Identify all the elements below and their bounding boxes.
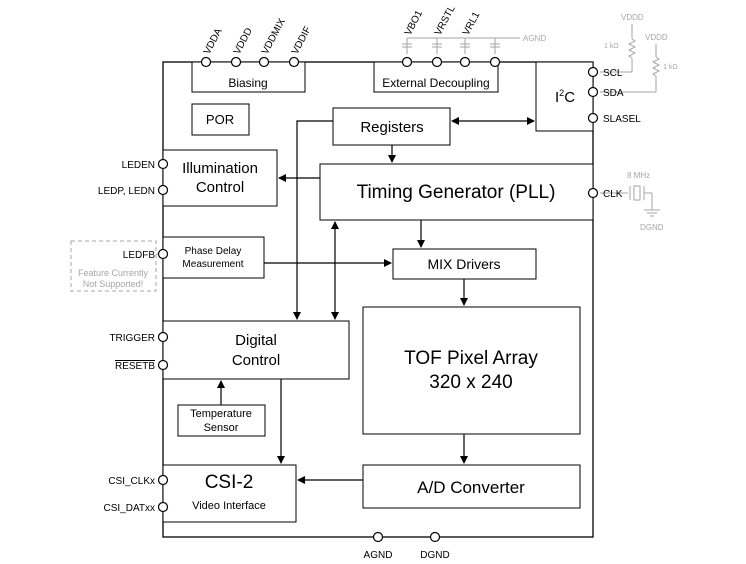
scl-pin: [587, 66, 599, 78]
supply-vdda-label: VDDA: [202, 26, 225, 56]
sda-pin: [587, 86, 599, 98]
registers-block: [332, 107, 451, 146]
trigger-label: TRIGGER: [109, 333, 155, 344]
biasing-label: Biasing: [228, 76, 267, 90]
supply-vddif-pin: [288, 56, 300, 68]
csi-dat-label: CSI_DATxx: [104, 503, 156, 514]
phase-delay-block: [162, 236, 265, 279]
unsupported-line-2: Not Supported!: [83, 279, 144, 289]
vddd-label-1: VDDD: [621, 13, 644, 22]
resistor-label-2: 1 kΩ: [663, 64, 678, 71]
leden-pin: [157, 158, 169, 170]
csi2-subtitle: Video Interface: [192, 500, 266, 512]
slasel-label: SLASEL: [603, 114, 641, 125]
bottom-dgnd-label: DGND: [420, 550, 449, 561]
registers-label: Registers: [360, 119, 423, 136]
bottom-dgnd-pin: [429, 531, 441, 543]
supply-vddd-label: VDDD: [232, 26, 255, 56]
biasing-block: [191, 61, 306, 93]
csi2-block: [162, 464, 297, 523]
supply-vddmix-label: VDDMIX: [260, 17, 288, 57]
external-decoupling-label: External Decoupling: [382, 76, 489, 90]
decoupling-capacitors: [402, 37, 520, 54]
illumination-label-1: Illumination: [182, 160, 258, 177]
supply-vddif-label: VDDIF: [290, 25, 314, 57]
slasel-pin: [587, 112, 599, 124]
i2c-label: I2C: [555, 88, 575, 106]
vddd-label-2: VDDD: [645, 33, 668, 42]
unsupported-line-1: Feature Currently: [78, 268, 149, 278]
por-label: POR: [206, 112, 234, 127]
temperature-label-1: Temperature: [190, 408, 252, 420]
decoupling-vrl1-label: VRL1: [461, 10, 483, 38]
illumination-label-2: Control: [196, 179, 244, 196]
resetb-label: RESETB: [115, 361, 155, 372]
ledp-ledn-pin: [157, 184, 169, 196]
timing-generator-label: Timing Generator (PLL): [357, 182, 556, 203]
csi2-title: CSI-2: [205, 472, 254, 493]
csi-clk-pin: [157, 474, 169, 486]
agnd-hint-label: AGND: [523, 34, 546, 43]
crystal-freq-label: 8 MHz: [627, 171, 650, 180]
temperature-sensor-block: [177, 404, 266, 437]
temperature-label-2: Sensor: [204, 422, 239, 434]
clk-pin: [587, 187, 599, 199]
digital-control-label-1: Digital: [235, 332, 277, 349]
por-block: [191, 103, 250, 136]
adc-block: [362, 464, 581, 509]
ledfb-pin: [157, 248, 169, 260]
decoupling-vrl1-pin: [459, 56, 471, 68]
digital-control-label-2: Control: [232, 352, 280, 369]
crystal-oscillator: [600, 185, 660, 217]
dgnd-external-label: DGND: [640, 223, 664, 232]
leden-label: LEDEN: [122, 160, 155, 171]
ledfb-label: LEDFB: [123, 250, 156, 261]
arrow-registers-digital: [293, 120, 333, 320]
csi-clk-label: CSI_CLKx: [108, 476, 155, 487]
illumination-control-block: [162, 149, 278, 207]
supply-vdda-pin: [200, 56, 212, 68]
supply-vddmix-pin: [258, 56, 270, 68]
phase-delay-label-1: Phase Delay: [185, 246, 242, 257]
bottom-agnd-label: AGND: [364, 550, 393, 561]
decoupling-vrstl-pin: [431, 56, 443, 68]
csi-dat-pin: [157, 501, 169, 513]
adc-label: A/D Converter: [417, 478, 525, 497]
decoupling-vrstl-label: VRSTL: [433, 3, 458, 37]
unsupported-feature-box: [70, 240, 157, 292]
bottom-agnd-pin: [372, 531, 384, 543]
resetb-pin: [157, 359, 169, 371]
sda-label: SDA: [603, 88, 624, 99]
tof-pixel-array-block: [362, 306, 581, 435]
decoupling-vbo1-pin: [401, 56, 413, 68]
clk-label: CLK: [603, 189, 623, 200]
tof-label-2: 320 x 240: [429, 372, 512, 393]
trigger-pin: [157, 331, 169, 343]
mix-drivers-block: [392, 248, 537, 280]
i2c-pullups: [600, 24, 661, 93]
digital-control-block: [162, 320, 350, 380]
supply-vddd-pin: [230, 56, 242, 68]
ledp-ledn-label: LEDP, LEDN: [98, 186, 155, 197]
phase-delay-label-2: Measurement: [182, 259, 243, 270]
timing-generator-block: [319, 163, 594, 221]
decoupling-vbo1-label: VBO1: [403, 8, 425, 37]
decoupling-vrl1-extra-pin: [489, 56, 501, 68]
mix-drivers-label: MIX Drivers: [427, 256, 500, 272]
resistor-label-1: 1 kΩ: [604, 43, 619, 50]
tof-label-1: TOF Pixel Array: [404, 348, 538, 369]
scl-label: SCL: [603, 68, 623, 79]
